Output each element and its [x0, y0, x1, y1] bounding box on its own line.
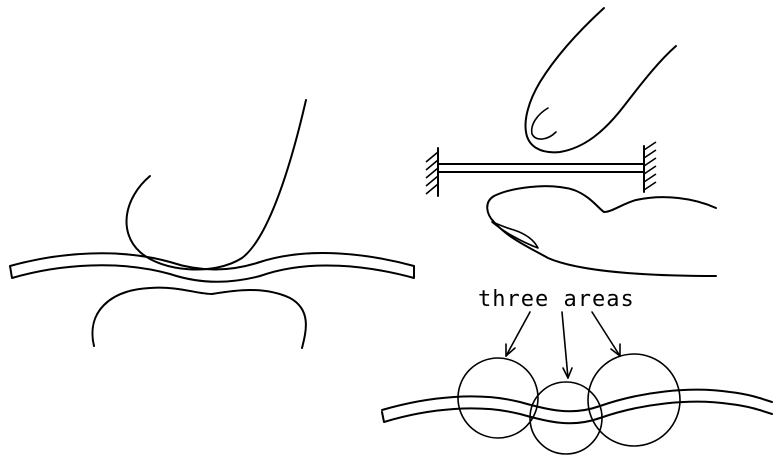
arrow-right: [592, 312, 620, 356]
right-wall-hatch: [644, 142, 656, 190]
contact-area-right: [588, 354, 680, 446]
lower-fingertip-outline: [92, 288, 305, 348]
arrow-center: [562, 312, 572, 378]
fingernail: [532, 108, 556, 139]
index-finger-outline: [526, 8, 676, 152]
flexible-strip: [10, 253, 414, 282]
upper-fingertip-outline: [127, 100, 306, 269]
wavy-strip: [382, 390, 772, 424]
three-areas-illustration: three areas: [382, 287, 772, 454]
arrow-left: [506, 312, 530, 356]
left-wall-hatch: [426, 152, 438, 194]
thumb-outline: [487, 186, 716, 276]
three-areas-label: three areas: [478, 287, 635, 312]
clamped-beam-illustration: [426, 8, 716, 276]
pinch-illustration: [10, 100, 414, 348]
